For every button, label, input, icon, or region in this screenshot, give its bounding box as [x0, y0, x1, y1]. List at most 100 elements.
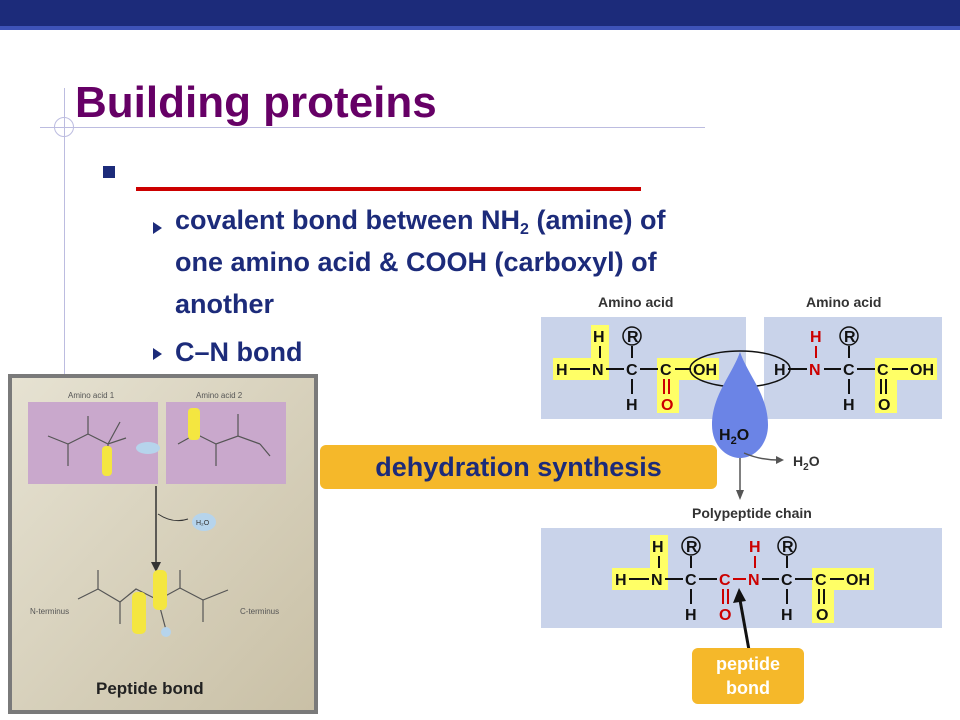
- dehydration-synthesis-label: dehydration synthesis: [320, 445, 717, 489]
- reaction-arrowhead: [736, 490, 744, 500]
- bullet-square-icon: [103, 166, 115, 178]
- highlight-carboxyl-bottom-h: [812, 568, 874, 590]
- atom-n: N: [748, 572, 760, 589]
- slide-title: Building proteins: [75, 78, 437, 127]
- photo-r-group: [161, 627, 171, 637]
- peptide-bond-label-line-1: peptide: [715, 654, 780, 674]
- atom-oh: OH: [693, 362, 717, 379]
- photo-water-molecule: [192, 513, 216, 531]
- atom-h: H: [556, 362, 568, 379]
- photo-n-terminus: N-terminus: [30, 607, 69, 616]
- photo-molecule-1-bonds: [47, 416, 127, 466]
- atom-c: C: [685, 572, 697, 589]
- atom-c: C: [660, 362, 672, 379]
- atom-c: C: [719, 572, 731, 589]
- amino-acid-label-left: Amino acid: [598, 294, 673, 310]
- peptide-bond-label-line-2: bond: [726, 678, 770, 698]
- atom-h: H: [749, 539, 761, 556]
- peptide-bond-photo: Amino acid 1 Amino acid 2 H₂O N-terminus…: [8, 374, 318, 714]
- highlight-carboxyl-right-v: [875, 358, 897, 413]
- photo-arrowhead: [151, 562, 161, 572]
- photo-peptide-highlight-n: [153, 570, 167, 610]
- sub-bullet-2: C–N bond: [175, 337, 303, 367]
- subscript: 2: [520, 221, 529, 238]
- atom-r: R: [782, 539, 794, 556]
- atom-r: R: [627, 329, 639, 346]
- atom-c: C: [877, 362, 889, 379]
- atom-c: C: [626, 362, 638, 379]
- r-group-circle: [839, 326, 859, 346]
- sub-bullet-1-line-1: covalent bond between NH2 (amine) of: [175, 204, 665, 246]
- atom-o: O: [816, 607, 828, 624]
- atom-n: N: [809, 362, 821, 379]
- peptide-bond-label: peptide bond: [692, 648, 804, 704]
- amino-acid-label-right: Amino acid: [806, 294, 881, 310]
- highlight-carboxyl-left-h: [657, 358, 719, 380]
- photo-amino-acid-2-label: Amino acid 2: [196, 391, 243, 400]
- atom-h: H: [810, 329, 822, 346]
- atom-o: O: [661, 397, 673, 414]
- photo-caption: Peptide bond: [96, 679, 204, 698]
- atom-n: N: [651, 572, 663, 589]
- sub-bullet-icon: [153, 348, 162, 360]
- photo-highlight-oh: [102, 446, 112, 476]
- fill-in-blank-line: [136, 187, 641, 191]
- atom-n: N: [592, 362, 604, 379]
- text-segment: covalent bond between NH: [175, 205, 521, 235]
- atom-oh: OH: [846, 572, 870, 589]
- amino-acid-panel-left: [541, 317, 746, 419]
- photo-highlight-h: [188, 408, 200, 440]
- water-drop-icon: [712, 352, 768, 458]
- peptide-bond-pointer: [738, 599, 751, 651]
- photo-peptide-highlight-c: [132, 592, 146, 634]
- decor-crosshair-circle: [54, 117, 74, 137]
- r-group-circle: [777, 536, 797, 556]
- atom-r: R: [844, 329, 856, 346]
- photo-water-leaving: [136, 442, 160, 454]
- atom-h: H: [615, 572, 627, 589]
- photo-peptide-bonds: [77, 570, 229, 631]
- sub-bullet-icon: [153, 222, 162, 234]
- atom-h: H: [593, 329, 605, 346]
- water-drop-label: H2O: [719, 427, 749, 447]
- highlight-amine-left-h: [553, 358, 608, 380]
- water-out-arrow: [743, 452, 779, 461]
- photo-amino-acid-2-box: [166, 402, 286, 484]
- amino-acid-panel-right: [764, 317, 942, 419]
- atom-o: O: [719, 607, 731, 624]
- sub-bullet-1-line-3: another: [175, 289, 275, 319]
- polypeptide-chain-label: Polypeptide chain: [692, 505, 812, 521]
- atom-c: C: [815, 572, 827, 589]
- polypeptide-panel: [541, 528, 942, 628]
- decor-horizontal-line: [40, 127, 705, 128]
- peptide-bond-pointer-head: [733, 588, 746, 603]
- atom-h: H: [685, 607, 697, 624]
- highlight-amine-bottom-h: [612, 568, 667, 590]
- atom-r: R: [686, 539, 698, 556]
- photo-amino-acid-1-box: [28, 402, 158, 484]
- r-group-circle: [622, 326, 642, 346]
- highlight-carboxyl-bottom-v: [812, 568, 834, 623]
- atom-c: C: [843, 362, 855, 379]
- decor-vertical-line: [64, 88, 65, 388]
- highlight-amine-bottom-v: [650, 535, 668, 590]
- top-bar-stripe: [0, 26, 960, 30]
- atom-h: H: [843, 397, 855, 414]
- highlight-amine-left-v: [591, 325, 609, 380]
- photo-water-label: H₂O: [196, 520, 210, 527]
- water-out-arrowhead: [776, 456, 784, 464]
- text-segment: (amine) of: [528, 205, 666, 235]
- photo-c-terminus: C-terminus: [240, 607, 279, 616]
- atom-oh: OH: [910, 362, 934, 379]
- atom-h: H: [774, 362, 786, 379]
- highlight-carboxyl-left-v: [657, 358, 679, 413]
- atom-o: O: [878, 397, 890, 414]
- atom-h: H: [626, 397, 638, 414]
- atom-c: C: [781, 572, 793, 589]
- photo-water-arrow: [157, 513, 189, 522]
- highlight-carboxyl-right-h: [875, 358, 937, 380]
- atom-h: H: [652, 539, 664, 556]
- reaction-site-ellipse: [689, 350, 791, 388]
- water-out-label: H2O: [793, 453, 820, 473]
- atom-h: H: [781, 607, 793, 624]
